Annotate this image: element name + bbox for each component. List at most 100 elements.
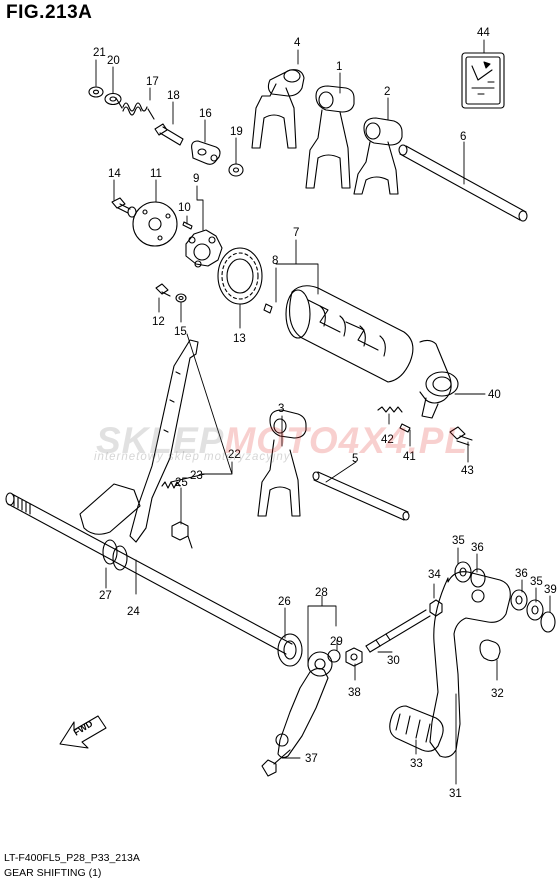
- part-number-22: 22: [228, 449, 241, 461]
- part-22-shift-arm: [129, 339, 199, 543]
- figure-title: FIG.213A: [6, 2, 93, 23]
- part-number-31: 31: [449, 788, 462, 800]
- part-33-pedal-rubber: [389, 705, 444, 752]
- part-number-26: 26: [278, 596, 291, 608]
- part-number-8: 8: [272, 255, 278, 267]
- part-1-shift-fork: [305, 85, 355, 189]
- part-number-30: 30: [387, 655, 400, 667]
- part-18-bolt: [154, 123, 184, 146]
- part-17-spring: [115, 97, 155, 120]
- part-number-35: 35: [530, 576, 543, 588]
- part-number-28: 28: [315, 587, 328, 599]
- part-8-pin: [263, 303, 273, 314]
- part-number-41: 41: [403, 451, 416, 463]
- part-number-25: 25: [175, 477, 188, 489]
- part-30-tie-rod: [365, 609, 431, 653]
- part-7-cam-drum: [285, 285, 414, 383]
- part-number-2: 2: [384, 86, 390, 98]
- part-11-plate: [132, 201, 178, 247]
- part-number-27: 27: [99, 590, 112, 602]
- part-number-23: 23: [190, 470, 203, 482]
- part-number-19: 19: [230, 126, 243, 138]
- part-28-shift-lever-arm: [275, 651, 333, 759]
- part-2-shift-fork: [353, 117, 403, 195]
- part-number-29: 29: [330, 636, 343, 648]
- part-29-joint: [327, 649, 341, 663]
- part-27-washer: [102, 539, 128, 571]
- part-5-shaft: [312, 471, 410, 521]
- part-number-9: 9: [193, 173, 199, 185]
- part-10-pin: [182, 221, 193, 230]
- watermark-tagline: internetowy sklep motoryzacyjny: [94, 451, 291, 463]
- part-number-32: 32: [491, 688, 504, 700]
- part-number-44: 44: [477, 27, 490, 39]
- part-37-bolt: [261, 749, 291, 777]
- part-number-3: 3: [278, 403, 284, 415]
- part-24-shift-shaft: [5, 483, 293, 655]
- part-19-washer: [228, 163, 244, 177]
- part-43-bolt: [449, 426, 473, 446]
- part-32-bolt: [479, 639, 501, 662]
- part-number-33: 33: [410, 758, 423, 770]
- part-number-35: 35: [452, 535, 465, 547]
- part-number-34: 34: [428, 569, 441, 581]
- part-number-24: 24: [127, 606, 140, 618]
- part-26-seal: [277, 633, 303, 667]
- part-number-6: 6: [460, 131, 466, 143]
- part-39-clip: [540, 611, 556, 633]
- part-number-20: 20: [107, 55, 120, 67]
- part-number-36: 36: [515, 568, 528, 580]
- part-number-labels: 21 20 17 18 16 19 4 1 2 6 44 14 11 9 10 …: [93, 27, 557, 800]
- part-3-shift-fork: [257, 409, 307, 517]
- model-code: LT-F400FL5_P28_P33_213A: [4, 852, 140, 864]
- part-41-pin: [399, 423, 411, 433]
- part-number-38: 38: [348, 687, 361, 699]
- part-15-washer: [175, 293, 187, 303]
- part-number-5: 5: [352, 453, 358, 465]
- watermark-part2: MOTO4X4.PL: [224, 420, 469, 461]
- part-13-bearing: [217, 247, 263, 305]
- part-number-1: 1: [336, 61, 342, 73]
- watermark-logo: SKLEPMOTO4X4.PL: [96, 420, 468, 462]
- part-number-7: 7: [293, 227, 299, 239]
- part-number-13: 13: [233, 333, 246, 345]
- fwd-label: FWD: [72, 718, 95, 738]
- part-number-40: 40: [488, 389, 501, 401]
- leader-lines: [95, 39, 551, 785]
- part-14-bolt: [111, 197, 137, 218]
- part-number-42: 42: [381, 434, 394, 446]
- part-number-16: 16: [199, 108, 212, 120]
- part-4-shift-fork: [251, 69, 305, 149]
- part-25-bolt: [171, 521, 193, 549]
- part-number-17: 17: [146, 76, 159, 88]
- part-34-nut: [429, 599, 443, 617]
- part-31-gearshift-pedal: [429, 571, 511, 758]
- part-35-washer-lower: [526, 599, 544, 621]
- part-number-43: 43: [461, 465, 474, 477]
- part-21-washer: [88, 86, 104, 98]
- part-number-15: 15: [174, 326, 187, 338]
- part-9-cam: [185, 229, 223, 268]
- part-38-nut: [345, 647, 363, 667]
- part-number-37: 37: [305, 753, 318, 765]
- part-number-4: 4: [294, 37, 301, 49]
- part-6-shaft: [398, 144, 528, 222]
- part-number-14: 14: [108, 168, 121, 180]
- part-40-bracket: [419, 339, 459, 419]
- watermark-part1: SKLEP: [96, 420, 225, 461]
- part-number-18: 18: [167, 90, 180, 102]
- part-number-36: 36: [471, 542, 484, 554]
- part-number-21: 21: [93, 47, 106, 59]
- part-44-label-card: [461, 52, 505, 109]
- part-number-10: 10: [178, 202, 191, 214]
- part-number-11: 11: [150, 168, 162, 180]
- figure-description: GEAR SHIFTING (1): [4, 867, 102, 879]
- part-36-washer-upper: [470, 568, 486, 588]
- fwd-arrow-icon: [59, 715, 107, 749]
- part-16-stopper-arm: [191, 140, 221, 165]
- part-36-washer-lower: [510, 589, 528, 611]
- part-number-39: 39: [544, 584, 557, 596]
- part-number-12: 12: [152, 316, 165, 328]
